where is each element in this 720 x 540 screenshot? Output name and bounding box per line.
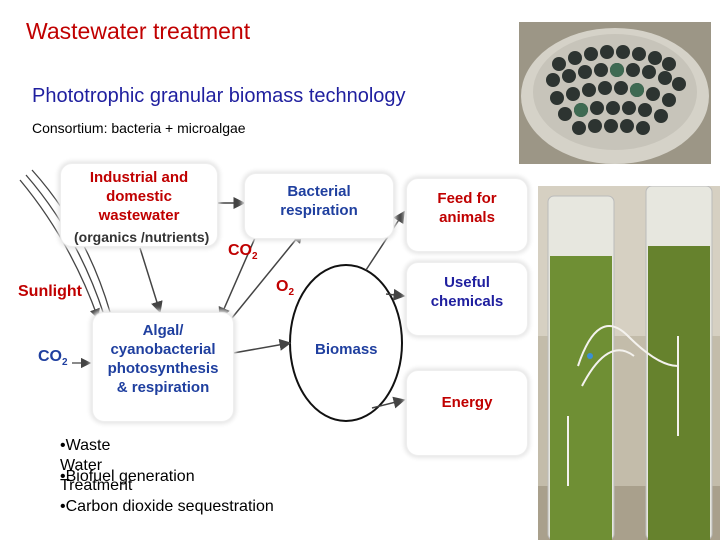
o2-label: O2 xyxy=(276,278,294,298)
algal-box: Algal/ cyanobacterial photosynthesis & r… xyxy=(92,312,234,422)
bacterial-box: Bacterial respiration xyxy=(244,173,394,239)
energy-label: Energy xyxy=(441,394,493,411)
biomass-label: Biomass xyxy=(315,341,378,358)
chemicals-box: Useful chemicals xyxy=(406,262,528,336)
wastewater-line1: Industrial and xyxy=(89,169,189,186)
page-title: Wastewater treatment xyxy=(26,18,251,44)
feed-line2: animals xyxy=(439,209,495,226)
sunlight-label: Sunlight xyxy=(18,283,82,300)
arrow-algal-bacterial xyxy=(231,230,303,319)
bullet-dot-icon: • xyxy=(60,498,66,515)
reactor-columns-drawing xyxy=(538,186,720,540)
feed-line1: Feed for xyxy=(437,190,497,207)
bullet-waste-water: •Waste Water Treatment xyxy=(60,436,150,496)
bullet-dot-icon: • xyxy=(60,437,66,454)
o2-sub: 2 xyxy=(288,287,295,299)
arrow-wastewater-algal xyxy=(139,247,163,314)
algal-line2: cyanobacterial xyxy=(110,341,216,358)
feed-box: Feed for animals xyxy=(406,178,528,252)
energy-box: Energy xyxy=(406,370,528,456)
bullet-text-2: Biofuel generation xyxy=(65,468,195,485)
co2-left-label: CO2 xyxy=(38,348,68,368)
chemicals-line1: Useful xyxy=(444,274,490,291)
co2-left-text: CO xyxy=(38,348,62,365)
consortium-label: Consortium: bacteria + microalgae xyxy=(32,120,246,136)
algal-line1: Algal/ xyxy=(142,322,184,339)
bullet-text-1: Waste Water Treatment xyxy=(60,437,133,494)
page-subtitle: Phototrophic granular biomass technology xyxy=(32,85,406,107)
bacterial-line1: Bacterial xyxy=(287,183,351,200)
bullet-text-3: Carbon dioxide sequestration xyxy=(65,498,274,515)
arrow-biomass-chemicals xyxy=(385,288,406,301)
reactor-columns-photo xyxy=(538,186,720,540)
wastewater-line4: (organics /nutrients) xyxy=(74,229,210,245)
co2-top-label: CO2 xyxy=(228,242,258,262)
co2-top-sub: 2 xyxy=(252,251,258,263)
wastewater-line3: wastewater xyxy=(98,207,180,224)
arrow-biomass-energy xyxy=(371,396,406,409)
algal-line4: & respiration xyxy=(116,379,210,396)
bacterial-line2: respiration xyxy=(280,202,358,219)
wastewater-line2: domestic xyxy=(106,188,172,205)
co2-left-sub: 2 xyxy=(62,357,68,369)
bullet-carbon: •Carbon dioxide sequestration xyxy=(60,498,274,516)
petri-dish-photo xyxy=(519,22,711,164)
petri-dish-drawing xyxy=(519,22,711,164)
o2-text: O xyxy=(276,278,289,295)
bullet-dot-icon: • xyxy=(60,468,66,485)
bullet-biofuel: •Biofuel generation xyxy=(60,468,195,486)
arrow-biomass-feed xyxy=(365,210,405,271)
co2-top-text: CO xyxy=(228,242,252,259)
chemicals-line2: chemicals xyxy=(430,293,504,310)
algal-line3: photosynthesis xyxy=(107,360,219,377)
